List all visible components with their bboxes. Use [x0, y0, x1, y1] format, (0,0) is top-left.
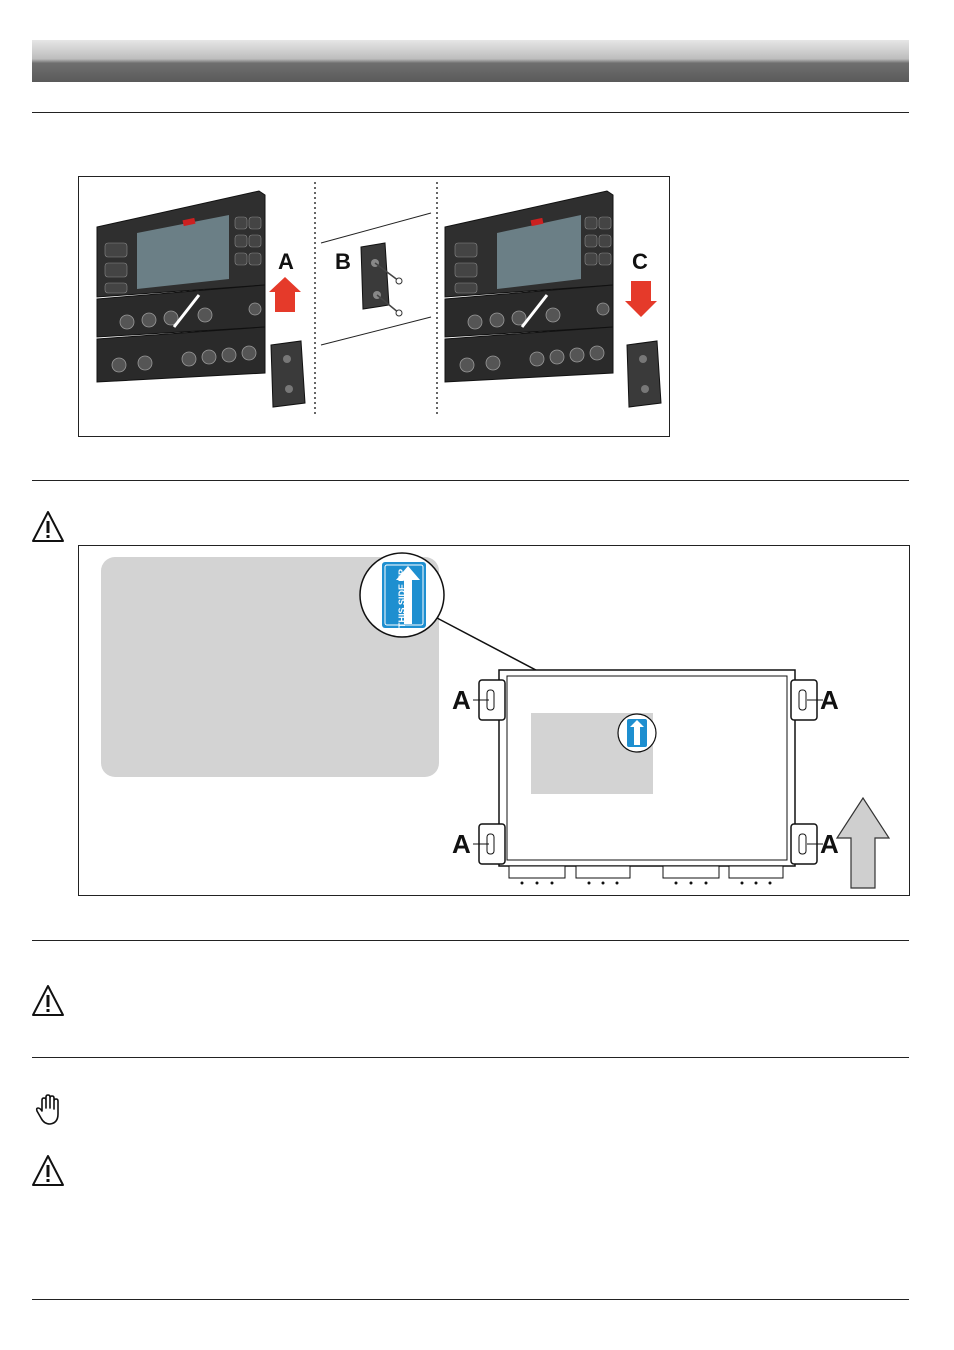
figure-bracket-mounting: A B C: [78, 176, 670, 437]
sticker-this-side-up: THIS SIDE UP: [397, 568, 407, 628]
figure-control-box-drawing: [359, 552, 891, 889]
figure-bracket-mounting-drawing: [96, 182, 662, 417]
label-mount-a-top-right: A: [820, 685, 839, 715]
arrow-up-gray-icon: [835, 796, 891, 889]
arrow-down-red-icon: [625, 281, 657, 317]
label-step-b: B: [335, 249, 351, 274]
device-stack-right: [444, 190, 614, 383]
hand-stop-icon: [35, 1094, 59, 1125]
device-stack-left: [96, 190, 266, 383]
warning-triangle-icon: [32, 511, 64, 542]
warning-triangle-icon: [32, 1155, 64, 1186]
arrow-up-red-icon: [269, 277, 301, 312]
divider: [32, 480, 909, 481]
label-step-c: C: [632, 249, 648, 274]
footer-divider: [32, 1299, 909, 1300]
label-step-a: A: [278, 249, 294, 274]
label-mount-a-bottom-left: A: [452, 829, 471, 859]
divider: [32, 1057, 909, 1058]
label-mount-a-top-left: A: [452, 685, 471, 715]
divider: [32, 940, 909, 941]
section-header-bar: [32, 40, 909, 82]
label-mount-a-bottom-right: A: [820, 829, 839, 859]
warning-triangle-icon: [32, 985, 64, 1016]
figure-control-box: THIS SIDE UP A A A A: [78, 545, 910, 896]
divider: [32, 112, 909, 113]
